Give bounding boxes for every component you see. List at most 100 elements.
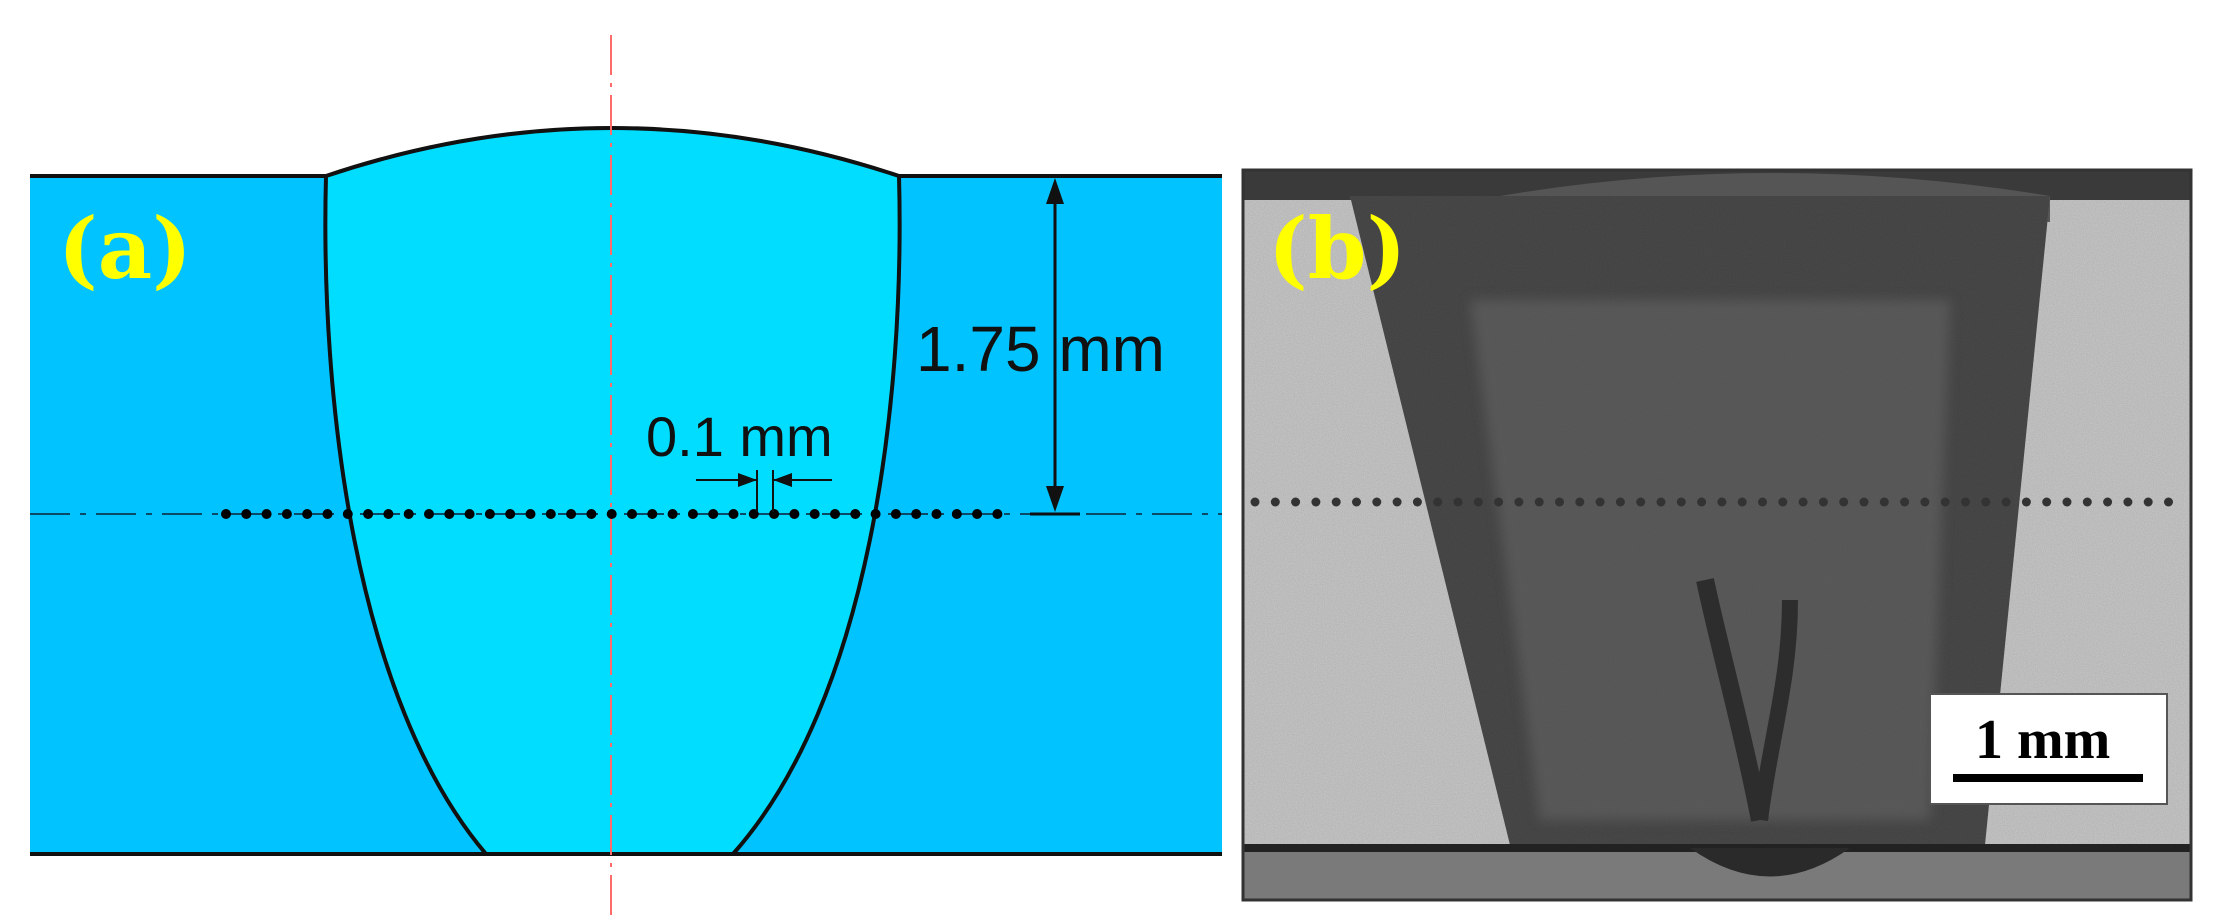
indentation-point (789, 509, 800, 519)
indentation-mark (1595, 497, 1605, 507)
indentation-point (708, 509, 719, 519)
indentation-point (342, 509, 353, 519)
indentation-point (403, 509, 414, 519)
indentation-mark (1839, 497, 1849, 507)
indentation-mark (1453, 497, 1463, 507)
indentation-mark (1575, 497, 1585, 507)
indentation-mark (1555, 497, 1564, 507)
indentation-mark (1494, 497, 1504, 507)
indentation-point (444, 509, 455, 519)
indentation-point (566, 509, 577, 519)
indentation-point (586, 509, 597, 519)
weld-zone (323, 126, 902, 856)
indentation-mark (2042, 497, 2052, 507)
indentation-point (809, 509, 820, 519)
indentation-mark (2143, 497, 2153, 507)
indentation-mark (1818, 497, 1828, 507)
indentation-point (769, 509, 780, 519)
indentation-mark (2123, 497, 2133, 507)
indentation-point (241, 509, 252, 519)
indentation-point (911, 509, 922, 519)
indentation-point (870, 509, 881, 519)
centerline-grain-2 (1752, 599, 1798, 821)
indentation-mark (1798, 497, 1808, 507)
indentation-point (667, 509, 678, 519)
indentation-mark (1697, 497, 1707, 507)
indentation-point (525, 509, 536, 519)
indentation-point (424, 509, 434, 519)
indentation-mark (2164, 497, 2173, 507)
indentation-point (951, 509, 962, 519)
indentation-point (647, 509, 658, 519)
indentation-mark (1940, 497, 1950, 507)
indentation-point (931, 509, 942, 519)
indentation-mark (1900, 497, 1910, 507)
indentation-points (221, 509, 1003, 519)
indentation-point (830, 509, 840, 519)
micrograph-frame (1241, 168, 2193, 902)
scale-bar-label: 1 mm (1975, 709, 2110, 771)
indentation-mark (1758, 497, 1767, 507)
indentation-mark (1291, 497, 1301, 507)
indentation-point (606, 509, 617, 519)
indentation-point (850, 509, 861, 519)
indentation-mark (1717, 497, 1727, 507)
indentation-mark (1676, 497, 1686, 507)
indentation-mark (1879, 497, 1889, 507)
indentation-mark (1514, 497, 1524, 507)
indentation-point (687, 509, 698, 519)
indentation-point (728, 509, 739, 519)
indentation-mark (1270, 497, 1280, 507)
indentation-point (972, 509, 983, 519)
indentation-mark (2021, 497, 2031, 507)
spacing-label: 0.1 mm (646, 405, 833, 468)
indentation-point (484, 509, 495, 519)
spacing-dimension (696, 470, 832, 512)
indentation-point (281, 509, 292, 519)
depth-label: 1.75 mm (916, 313, 1165, 385)
indentation-point (505, 509, 516, 519)
indentation-point (383, 509, 394, 519)
indentation-mark (1615, 497, 1625, 507)
indentation-point (545, 509, 556, 519)
indentation-mark (1981, 497, 1991, 507)
indentation-mark (1961, 497, 1970, 507)
indentation-mark (1311, 497, 1321, 507)
indentation-point (464, 509, 475, 519)
indentation-mark (1331, 497, 1341, 507)
indentation-mark (2103, 497, 2113, 507)
indentation-mark (1737, 497, 1747, 507)
indentation-mark (1920, 497, 1930, 507)
root-bead (1690, 848, 1850, 877)
indentation-mark (2001, 497, 2011, 507)
panel-b-label: (b) (1268, 199, 1406, 298)
indentation-mark (1534, 497, 1544, 507)
indentation-mark (1412, 497, 1422, 507)
indentation-mark (1636, 497, 1646, 507)
indentation-point (890, 509, 901, 519)
indentation-point (221, 509, 231, 519)
indentation-point (992, 509, 1003, 519)
indentation-marks (1250, 497, 2173, 507)
indentation-mark (1859, 497, 1869, 507)
indentation-point (627, 509, 637, 519)
indentation-mark (1433, 497, 1443, 507)
scale-bar: 1 mm (1929, 693, 2168, 805)
scale-bar-box (1929, 693, 2168, 805)
centerline-grain (1696, 578, 1769, 822)
indentation-mark (1392, 497, 1402, 507)
indentation-mark (2062, 497, 2072, 507)
panel-a-label: (a) (58, 199, 192, 298)
indentation-mark (2082, 497, 2092, 507)
indentation-mark (1778, 497, 1788, 507)
indentation-point (302, 509, 313, 519)
panel-a-schematic: 1.75 mm 0.1 mm (a) (30, 35, 1222, 920)
indentation-mark (1250, 497, 1260, 507)
fusion-zone-shading (1470, 300, 1950, 820)
depth-dimension (1030, 178, 1080, 516)
indentation-point (322, 509, 333, 519)
indentation-point (363, 509, 374, 519)
indentation-mark (1473, 497, 1483, 507)
indentation-mark (1656, 497, 1666, 507)
